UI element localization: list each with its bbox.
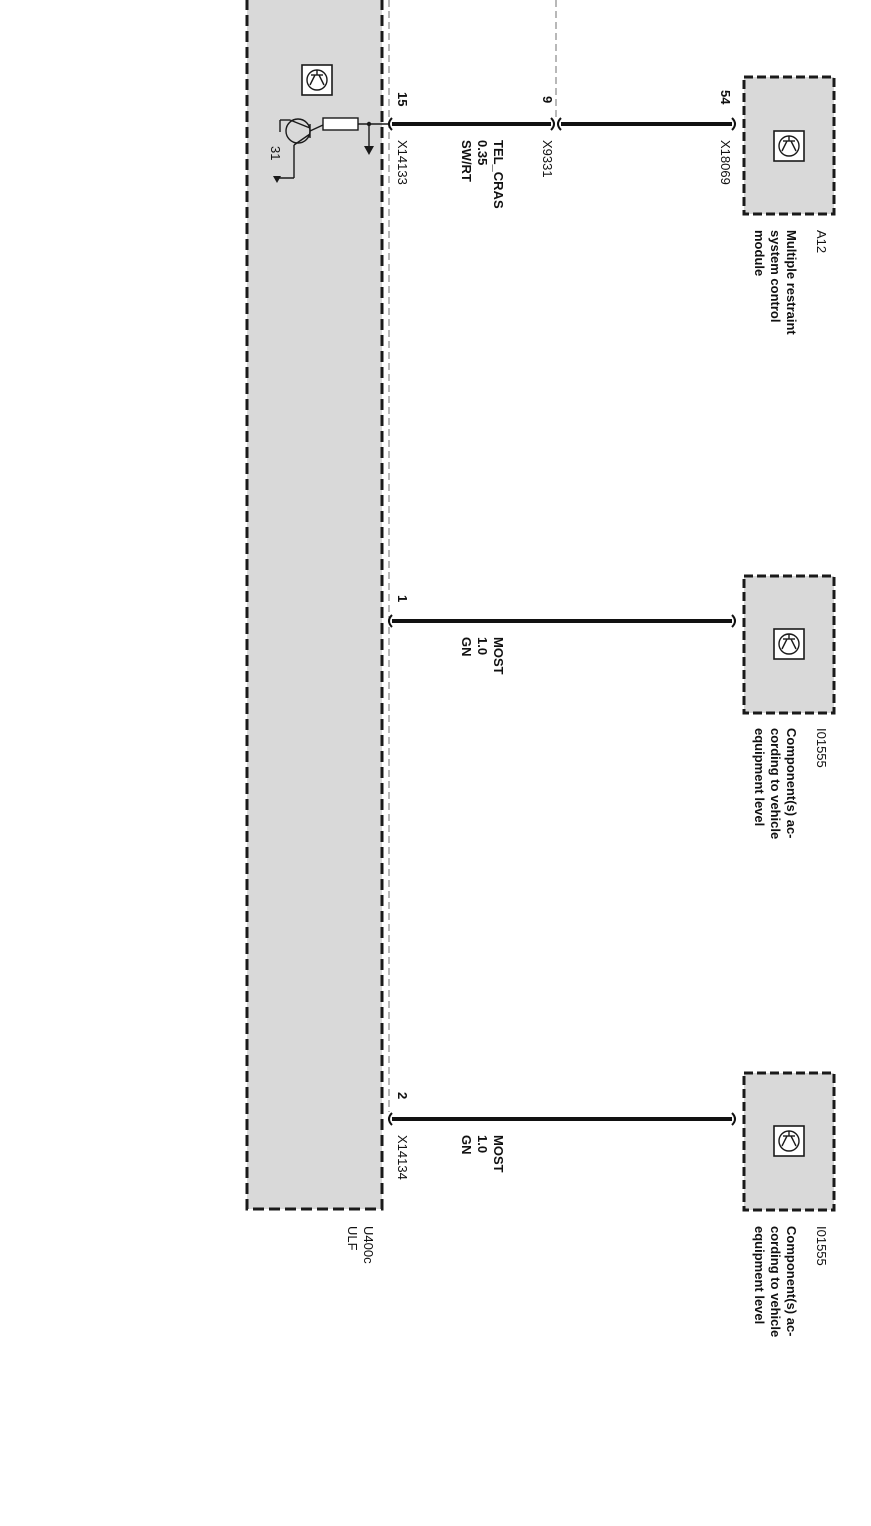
- wire-2-signal: MOST: [491, 637, 506, 675]
- component-i01555-1-desc-3: equipment level: [752, 728, 767, 826]
- module-symbol-icon: [773, 628, 805, 660]
- wire-3-module-pin: 2: [395, 1092, 410, 1099]
- wire-2-gauge: 1.0: [475, 637, 490, 655]
- module-symbol-icon: [773, 1125, 805, 1157]
- component-a12-connector: X18069: [718, 140, 733, 185]
- module-symbol-icon: [301, 64, 333, 96]
- ground-terminal-label: 31: [268, 146, 283, 160]
- wire-1-splice-pin: 9: [540, 96, 555, 103]
- wire-3-signal: MOST: [491, 1135, 506, 1173]
- component-a12-pin: 54: [718, 90, 733, 105]
- component-a12-desc-3: module: [752, 230, 767, 276]
- wire-3-color: GN: [459, 1135, 474, 1155]
- wire-3-module-connector: X14134: [395, 1135, 410, 1180]
- wire-1-module-connector: X14133: [395, 140, 410, 185]
- wire-1-signal: TEL_CRAS: [491, 140, 506, 209]
- main-module-id: U400c: [361, 1226, 376, 1264]
- component-a12: 54 X18069 A12 Multiple restraint system …: [718, 75, 836, 335]
- component-i01555-1-id: I01555: [814, 728, 829, 768]
- main-module: 31 U400c ULF: [245, 0, 390, 1264]
- component-a12-id: A12: [814, 230, 829, 253]
- component-i01555-2-id: I01555: [814, 1226, 829, 1266]
- module-symbol-icon: [773, 130, 805, 162]
- wire-1-color: SW/RT: [459, 140, 474, 182]
- ground-arrow-icon: [273, 124, 374, 183]
- component-i01555-2-desc-1: Component(s) ac-: [784, 1226, 799, 1337]
- main-module-name: ULF: [345, 1226, 360, 1251]
- main-module-box: [245, 0, 384, 1211]
- component-i01555-2: I01555 Component(s) ac- cording to vehic…: [742, 1071, 836, 1337]
- wire-1-splice-connector: X9331: [540, 140, 555, 178]
- component-i01555-2-desc-3: equipment level: [752, 1226, 767, 1324]
- wire-2-module-pin: 1: [395, 595, 410, 602]
- component-i01555-1-desc-2: cording to vehicle: [768, 728, 783, 839]
- harness-lines: [388, 0, 557, 1112]
- component-a12-desc-2: system control: [768, 230, 783, 322]
- component-i01555-2-desc-2: cording to vehicle: [768, 1226, 783, 1337]
- wires: [392, 122, 732, 1121]
- wire-2-color: GN: [459, 637, 474, 657]
- component-a12-desc-1: Multiple restraint: [784, 230, 799, 335]
- wire-3-gauge: 1.0: [475, 1135, 490, 1153]
- terminal-hook-icon: [388, 117, 736, 1126]
- component-i01555-1: I01555 Component(s) ac- cording to vehic…: [742, 574, 836, 839]
- component-i01555-1-desc-1: Component(s) ac-: [784, 728, 799, 839]
- transistor-symbol-icon: [277, 118, 324, 179]
- wire-1-module-pin: 15: [395, 92, 410, 106]
- wire-1-gauge: 0.35: [475, 140, 490, 165]
- component-i01555-1-box: [742, 574, 836, 715]
